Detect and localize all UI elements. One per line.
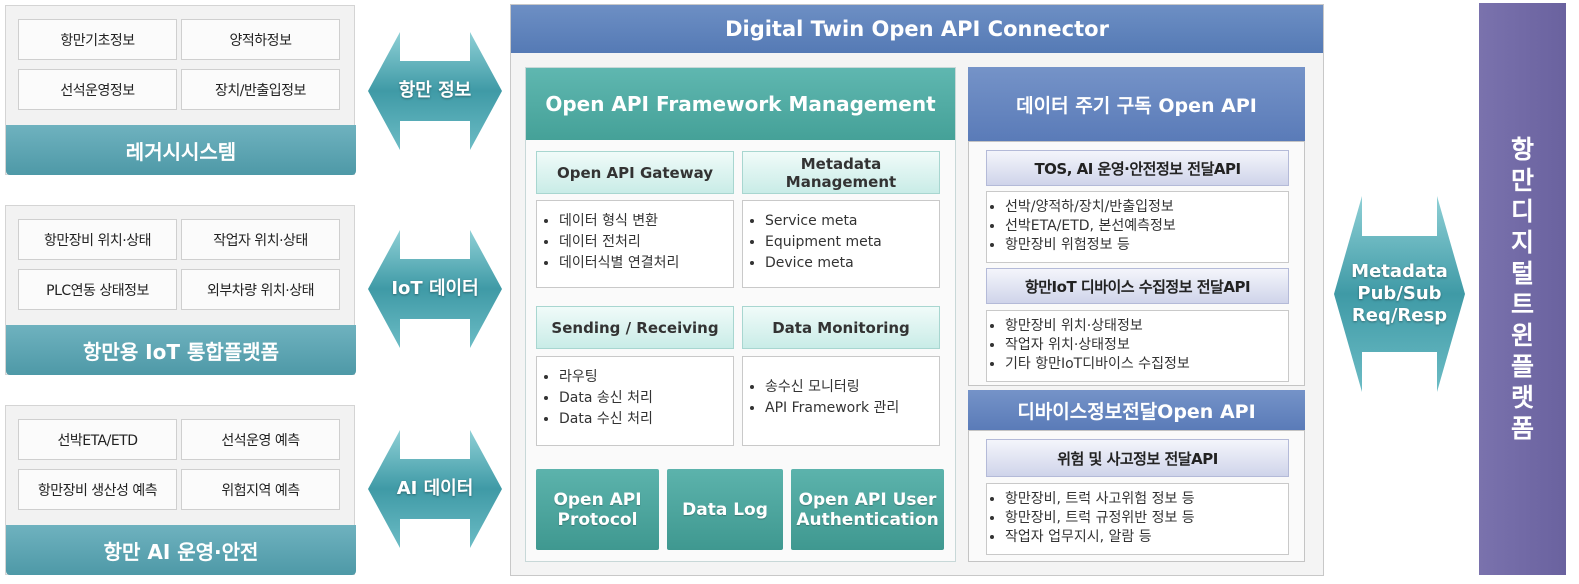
- list-item: 데이터 형식 변환: [559, 211, 733, 232]
- metadata-arrow-line: Pub/Sub: [1357, 283, 1442, 304]
- sending-receiving-title: Sending / Receiving: [536, 306, 734, 349]
- metadata-list: Service meta Equipment meta Device meta: [742, 200, 940, 288]
- iot-api-list: 항만장비 위치·상태정보 작업자 위치·상태정보 기타 항만IoT디바이스 수집…: [986, 310, 1289, 382]
- platform-char: 랫: [1510, 383, 1534, 412]
- ai-cell-berth-forecast: 선석운영 예측: [181, 419, 340, 460]
- metadata-arrow-line: Metadata: [1351, 261, 1448, 282]
- metadata-double-arrow: Metadata Pub/Sub Req/Resp: [1334, 196, 1465, 392]
- iot-cell-equipment: 항만장비 위치·상태: [18, 219, 177, 260]
- legacy-system-panel: 항만기초정보 양적하정보 선석운영정보 장치/반출입정보 레거시시스템: [5, 5, 356, 175]
- tos-api-list: 선박/양적하/장치/반출입정보 선박ETA/ETD, 본선예측정보 항만장비 위…: [986, 191, 1289, 263]
- sending-list: 라우팅 Data 송신 처리 Data 수신 처리: [536, 356, 734, 446]
- subscription-api-title: 데이터 주기 구독 Open API: [968, 67, 1305, 141]
- list-item: 송수신 모니터링: [765, 377, 939, 398]
- platform-char: 털: [1510, 259, 1534, 288]
- list-item: 항만장비 위험정보 등: [1005, 236, 1288, 255]
- list-item: 데이터 전처리: [559, 232, 733, 253]
- metadata-arrow-line: Req/Resp: [1351, 305, 1448, 326]
- metadata-mgmt-title: Metadata Management: [742, 151, 940, 194]
- legacy-cell-port-basic: 항만기초정보: [18, 19, 177, 60]
- ai-data-double-arrow: AI 데이터: [368, 430, 502, 548]
- iot-platform-label: 항만용 IoT 통합플랫폼: [6, 325, 356, 375]
- connector-title: Digital Twin Open API Connector: [511, 5, 1323, 53]
- tos-api-title: TOS, AI 운영·안전정보 전달API: [986, 150, 1289, 186]
- iot-platform-panel: 항만장비 위치·상태 작업자 위치·상태 PLC연동 상태정보 외부차량 위치·…: [5, 205, 356, 375]
- device-api-title: 디바이스정보전달Open API: [968, 390, 1305, 430]
- double-arrow-icon: [368, 430, 502, 548]
- ai-cell-productivity: 항만장비 생산성 예측: [18, 469, 177, 510]
- double-arrow-icon: [1334, 196, 1465, 392]
- legacy-cell-yard: 장치/반출입정보: [181, 69, 340, 110]
- list-item: 데이터식별 연결처리: [559, 253, 733, 274]
- metadata-title-line: Metadata: [800, 154, 882, 173]
- ai-safety-panel: 선박ETA/ETD 선석운영 예측 항만장비 생산성 예측 위험지역 예측 항만…: [5, 405, 356, 575]
- platform-char: 만: [1510, 166, 1534, 195]
- framework-box: Open API Framework Management Open API G…: [525, 67, 956, 562]
- iot-data-arrow-label: IoT 데이터: [391, 278, 479, 299]
- monitoring-list: 송수신 모니터링 API Framework 관리: [742, 356, 940, 446]
- list-item: 선박ETA/ETD, 본선예측정보: [1005, 217, 1288, 236]
- platform-char: 지: [1510, 228, 1534, 257]
- list-item: Data 송신 처리: [559, 388, 733, 409]
- platform-char: 트: [1510, 290, 1534, 319]
- port-info-double-arrow: 항만 정보: [368, 32, 502, 150]
- platform-char: 항: [1510, 135, 1534, 164]
- list-item: 항만장비, 트럭 사고위험 정보 등: [1005, 490, 1288, 509]
- subscription-api-frame: TOS, AI 운영·안전정보 전달API 선박/양적하/장치/반출입정보 선박…: [968, 141, 1305, 386]
- iot-cell-plc: PLC연동 상태정보: [18, 269, 177, 310]
- risk-api-title: 위험 및 사고정보 전달API: [986, 439, 1289, 477]
- data-monitoring-title: Data Monitoring: [742, 306, 940, 349]
- platform-char: 윈: [1510, 321, 1534, 350]
- metadata-title-line: Management: [785, 172, 897, 191]
- list-item: Service meta: [765, 211, 939, 232]
- ai-cell-eta: 선박ETA/ETD: [18, 419, 177, 460]
- double-arrow-icon: [368, 230, 502, 348]
- iot-api-title: 항만IoT 디바이스 수집정보 전달API: [986, 268, 1289, 304]
- list-item: 선박/양적하/장치/반출입정보: [1005, 198, 1288, 217]
- iot-cell-worker: 작업자 위치·상태: [181, 219, 340, 260]
- platform-char: 플: [1510, 352, 1534, 381]
- risk-api-list: 항만장비, 트럭 사고위험 정보 등 항만장비, 트럭 규정위반 정보 등 작업…: [986, 483, 1289, 555]
- device-api-frame: 위험 및 사고정보 전달API 항만장비, 트럭 사고위험 정보 등 항만장비,…: [968, 430, 1305, 562]
- ai-cell-danger-zone: 위험지역 예측: [181, 469, 340, 510]
- metadata-arrow-label: Metadata Pub/Sub Req/Resp: [1351, 261, 1448, 327]
- framework-title: Open API Framework Management: [526, 68, 955, 140]
- platform-char: 디: [1510, 197, 1534, 226]
- button-line: Open API: [553, 489, 642, 510]
- iot-data-double-arrow: IoT 데이터: [368, 230, 502, 348]
- iot-cell-vehicle: 외부차량 위치·상태: [181, 269, 340, 310]
- legacy-cell-loading: 양적하정보: [181, 19, 340, 60]
- gateway-list: 데이터 형식 변환 데이터 전처리 데이터식별 연결처리: [536, 200, 734, 288]
- button-line: Authentication: [796, 509, 939, 530]
- legacy-cell-berth: 선석운영정보: [18, 69, 177, 110]
- list-item: Device meta: [765, 253, 939, 274]
- ai-safety-label: 항만 AI 운영·안전: [6, 525, 356, 575]
- digital-twin-platform: 항 만 디 지 털 트 윈 플 랫 폼: [1479, 3, 1566, 575]
- port-info-arrow-label: 항만 정보: [398, 80, 472, 101]
- list-item: Equipment meta: [765, 232, 939, 253]
- list-item: 작업자 업무지시, 알람 등: [1005, 528, 1288, 547]
- list-item: Data 수신 처리: [559, 409, 733, 430]
- list-item: 기타 항만IoT디바이스 수집정보: [1005, 355, 1288, 374]
- list-item: API Framework 관리: [765, 398, 939, 419]
- double-arrow-icon: [368, 32, 502, 150]
- button-line: Protocol: [557, 509, 638, 530]
- platform-char: 폼: [1510, 414, 1534, 443]
- open-api-protocol-button[interactable]: Open API Protocol: [536, 469, 659, 550]
- ai-data-arrow-label: AI 데이터: [396, 478, 474, 499]
- user-authentication-button[interactable]: Open API User Authentication: [791, 469, 944, 550]
- button-line: Data Log: [682, 499, 768, 520]
- legacy-system-label: 레거시시스템: [6, 125, 356, 175]
- list-item: 작업자 위치·상태정보: [1005, 336, 1288, 355]
- list-item: 항만장비, 트럭 규정위반 정보 등: [1005, 509, 1288, 528]
- button-line: Open API User: [798, 489, 937, 510]
- gateway-title: Open API Gateway: [536, 151, 734, 194]
- list-item: 라우팅: [559, 367, 733, 388]
- list-item: 항만장비 위치·상태정보: [1005, 317, 1288, 336]
- data-log-button[interactable]: Data Log: [667, 469, 783, 550]
- connector-box: Digital Twin Open API Connector Open API…: [510, 4, 1324, 576]
